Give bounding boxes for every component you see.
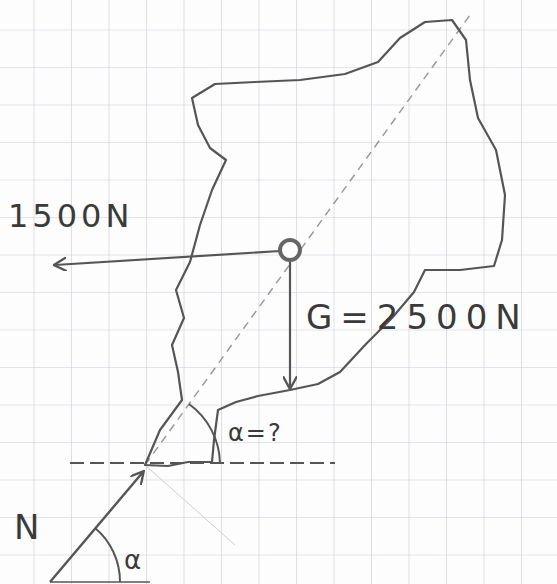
center-of-mass bbox=[280, 240, 300, 260]
weight-arrow bbox=[289, 260, 291, 388]
force-name: N bbox=[14, 508, 39, 547]
weight-value: G=2500N bbox=[306, 298, 529, 337]
force-value: 1500N bbox=[8, 198, 133, 235]
construction-line bbox=[145, 465, 235, 545]
body-outline bbox=[145, 20, 505, 466]
horizontal-force-arrow bbox=[55, 251, 280, 265]
ground-line bbox=[70, 462, 335, 464]
reference-line bbox=[50, 581, 150, 583]
angle-arc bbox=[189, 404, 220, 463]
angle-symbol: α bbox=[124, 546, 141, 576]
body-axis bbox=[145, 15, 470, 465]
normal-force-arrow bbox=[50, 472, 143, 582]
angle-arc bbox=[95, 528, 120, 582]
angle-label: α=? bbox=[228, 420, 283, 448]
